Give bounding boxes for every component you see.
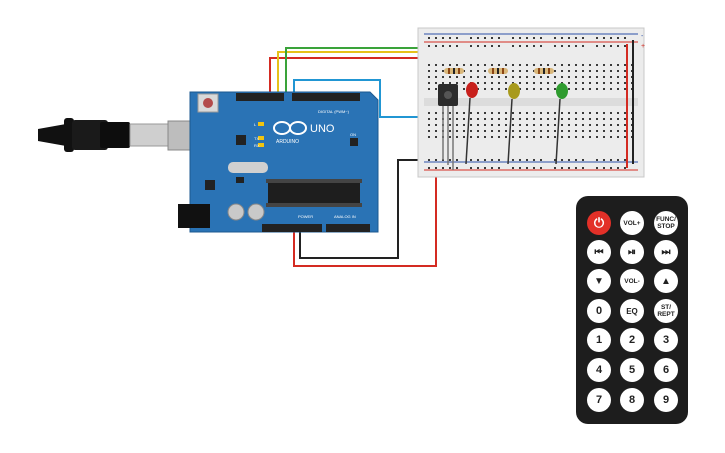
remote-button-8[interactable]: 8: [620, 388, 644, 412]
remote-button-play-pause[interactable]: ⏯: [620, 240, 644, 264]
remote-button-0[interactable]: 0: [587, 299, 611, 323]
remote-button-2[interactable]: 2: [620, 328, 644, 352]
remote-button-next[interactable]: ⏭: [654, 240, 678, 264]
remote-button-7[interactable]: 7: [587, 388, 611, 412]
wire-black-gnd: [299, 159, 432, 259]
remote-button-6[interactable]: 6: [654, 358, 678, 382]
remote-button-1[interactable]: 1: [587, 328, 611, 352]
wire-red-13: [269, 57, 441, 95]
remote-button-9[interactable]: 9: [654, 388, 678, 412]
analog-label: ANALOG IN: [334, 214, 356, 219]
board-brand-label: ARDUINO: [276, 139, 299, 145]
leds: [465, 82, 568, 165]
breadboard-plus-label: +: [641, 43, 645, 50]
remote-button-down[interactable]: ▼: [587, 269, 611, 293]
remote-button-vol-down[interactable]: VOL-: [620, 269, 644, 293]
wire-red-5v: [293, 170, 437, 267]
remote-button-prev[interactable]: ⏮: [587, 240, 611, 264]
resistor-3: [534, 68, 554, 74]
on-label: ON: [350, 132, 356, 137]
digital-header-label: DIGITAL (PWM~): [318, 109, 350, 114]
resistor-1: [444, 68, 464, 74]
ir-receiver: [438, 84, 458, 170]
remote-button-up[interactable]: ▲: [654, 269, 678, 293]
remote-button-4[interactable]: 4: [587, 358, 611, 382]
remote-button-eq[interactable]: EQ: [620, 299, 644, 323]
next-icon: ⏭: [661, 246, 671, 258]
resistor-2: [488, 68, 508, 74]
resistors: [444, 68, 554, 74]
breadboard: + -: [417, 27, 645, 178]
tx-label: TX: [254, 136, 259, 141]
arduino-board: UNO ARDUINO DIGITAL (PWM~) POWER ANALOG …: [178, 91, 379, 233]
remote-button-3[interactable]: 3: [654, 328, 678, 352]
usb-cable: [38, 118, 195, 152]
remote-button-power[interactable]: ⏻: [587, 211, 611, 235]
up-arrow-icon: ▲: [661, 275, 671, 287]
red-led: [465, 82, 478, 165]
remote-button-5[interactable]: 5: [620, 358, 644, 382]
l-label: L: [254, 122, 257, 127]
arduino-logo: [273, 121, 307, 135]
green-led: [555, 83, 568, 165]
remote-button-st-rept[interactable]: ST/REPT: [654, 299, 678, 323]
breadboard-minus-label: -: [641, 33, 644, 40]
power-label: POWER: [298, 214, 313, 219]
power-icon: ⏻: [593, 215, 605, 230]
remote-button-vol-up[interactable]: VOL+: [620, 211, 644, 235]
previous-icon: ⏮: [594, 246, 604, 258]
down-arrow-icon: ▼: [594, 275, 604, 287]
remote-button-func-stop[interactable]: FUNC/STOP: [654, 211, 678, 235]
yellow-led: [507, 83, 520, 165]
play-pause-icon: ⏯: [628, 246, 636, 258]
board-model-label: UNO: [310, 123, 335, 135]
rx-label: RX: [254, 143, 260, 148]
